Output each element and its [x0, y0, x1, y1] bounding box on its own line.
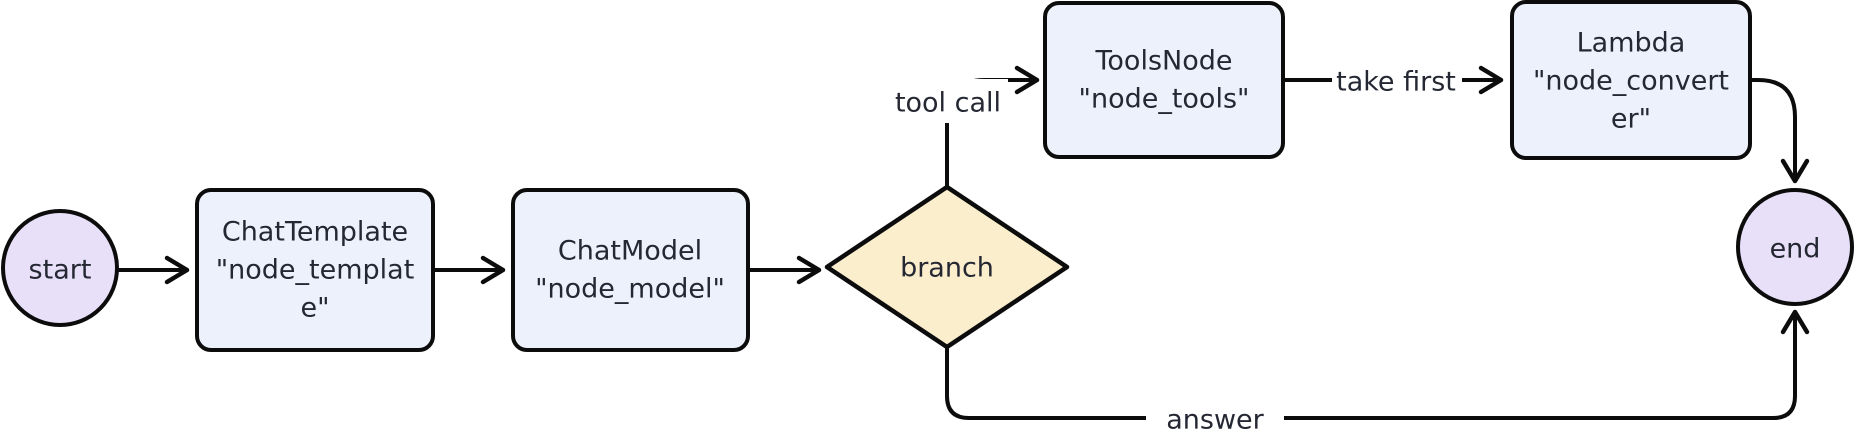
edge-lambda-to-end	[1750, 78, 1810, 184]
nodes: start ChatTemplate "node_templat e" Chat…	[1, 0, 1854, 352]
node-lambda: Lambda "node_convert er"	[1510, 0, 1752, 160]
edge-labels: tool call take first answer	[888, 62, 1462, 440]
node-start: start	[1, 209, 119, 327]
chat-template-box	[195, 188, 435, 352]
node-end: end	[1736, 188, 1854, 306]
node-chat-template-line1: ChatTemplate	[222, 217, 408, 248]
node-lambda-line1: Lambda	[1577, 28, 1686, 59]
edge-label-bg-tool-call	[888, 79, 1008, 123]
node-chat-template-line3: e"	[300, 293, 329, 324]
node-tools-node-line2: "node_tools"	[1079, 84, 1250, 115]
node-tools-node: ToolsNode "node_tools"	[1043, 1, 1285, 159]
chat-model-box	[511, 188, 750, 352]
node-chat-template-line2: "node_templat	[216, 255, 415, 286]
edge-branch-to-end	[945, 309, 1810, 420]
lambda-box	[1510, 0, 1752, 160]
edge-label-answer: answer	[1166, 405, 1264, 436]
node-tools-node-line1: ToolsNode	[1095, 46, 1233, 77]
edge-label-take-first: take first	[1336, 67, 1456, 98]
node-chat-template: ChatTemplate "node_templat e"	[195, 188, 435, 352]
node-chat-model-line2: "node_model"	[535, 274, 725, 305]
node-branch-label: branch	[900, 253, 994, 284]
node-start-label: start	[29, 255, 92, 286]
edge-label-bg-take-first	[1332, 62, 1462, 102]
node-lambda-line2: "node_convert	[1533, 66, 1729, 97]
start-circle	[1, 209, 119, 327]
node-branch: branch	[824, 184, 1070, 350]
end-circle	[1736, 188, 1854, 306]
node-chat-model-line1: ChatModel	[558, 236, 702, 267]
node-lambda-line3: er"	[1611, 104, 1651, 135]
node-chat-model: ChatModel "node_model"	[511, 188, 750, 352]
node-end-label: end	[1770, 234, 1821, 265]
branch-diamond	[824, 184, 1070, 350]
tools-node-box	[1043, 1, 1285, 159]
edge-label-bg-answer	[1146, 400, 1284, 440]
edge-label-tool-call: tool call	[895, 88, 1001, 119]
